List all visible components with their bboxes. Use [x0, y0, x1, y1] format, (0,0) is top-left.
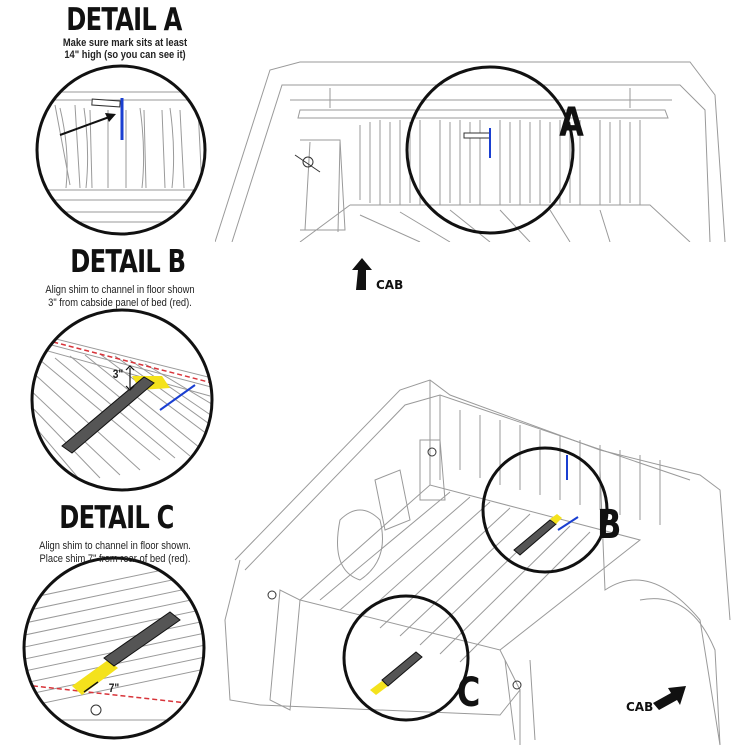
cab-arrow-bottom	[653, 686, 686, 710]
detail-a-line1: Make sure mark sits at least	[62, 37, 188, 49]
detail-b-title: DETAIL B	[70, 244, 186, 280]
callout-label-b: B	[597, 502, 622, 548]
detail-c-dimension: 7"	[108, 681, 120, 695]
callout-label-a: A	[559, 100, 584, 146]
callout-circle-b	[481, 446, 609, 574]
detail-c-title: DETAIL C	[59, 500, 174, 536]
detail-a-circle	[35, 64, 207, 236]
detail-b-circle	[30, 308, 214, 492]
callout-label-c: C	[456, 670, 481, 716]
bottom-bed-view	[224, 379, 731, 746]
callout-circle-c	[342, 594, 470, 722]
detail-a-title: DETAIL A	[66, 2, 182, 38]
top-bed-view	[215, 61, 726, 242]
detail-c-circle	[22, 556, 206, 740]
callout-circle-a	[405, 65, 575, 235]
cab-label-top: CAB	[376, 278, 404, 292]
bed-ribs-top	[359, 120, 641, 205]
cab-arrow-top	[352, 258, 372, 290]
detail-b-dimension: 3"	[112, 367, 124, 381]
detail-c-line1: Align shim to channel in floor shown.	[39, 540, 191, 552]
detail-a-line2: 14" high (so you can see it)	[64, 49, 186, 61]
detail-b-line1: Align shim to channel in floor shown	[45, 284, 195, 296]
detail-b-line2: 3" from cabside panel of bed (red).	[48, 297, 192, 309]
detail-c-line2: Place shim 7" from rear of bed (red).	[39, 553, 191, 565]
cab-label-bottom: CAB	[626, 700, 654, 714]
